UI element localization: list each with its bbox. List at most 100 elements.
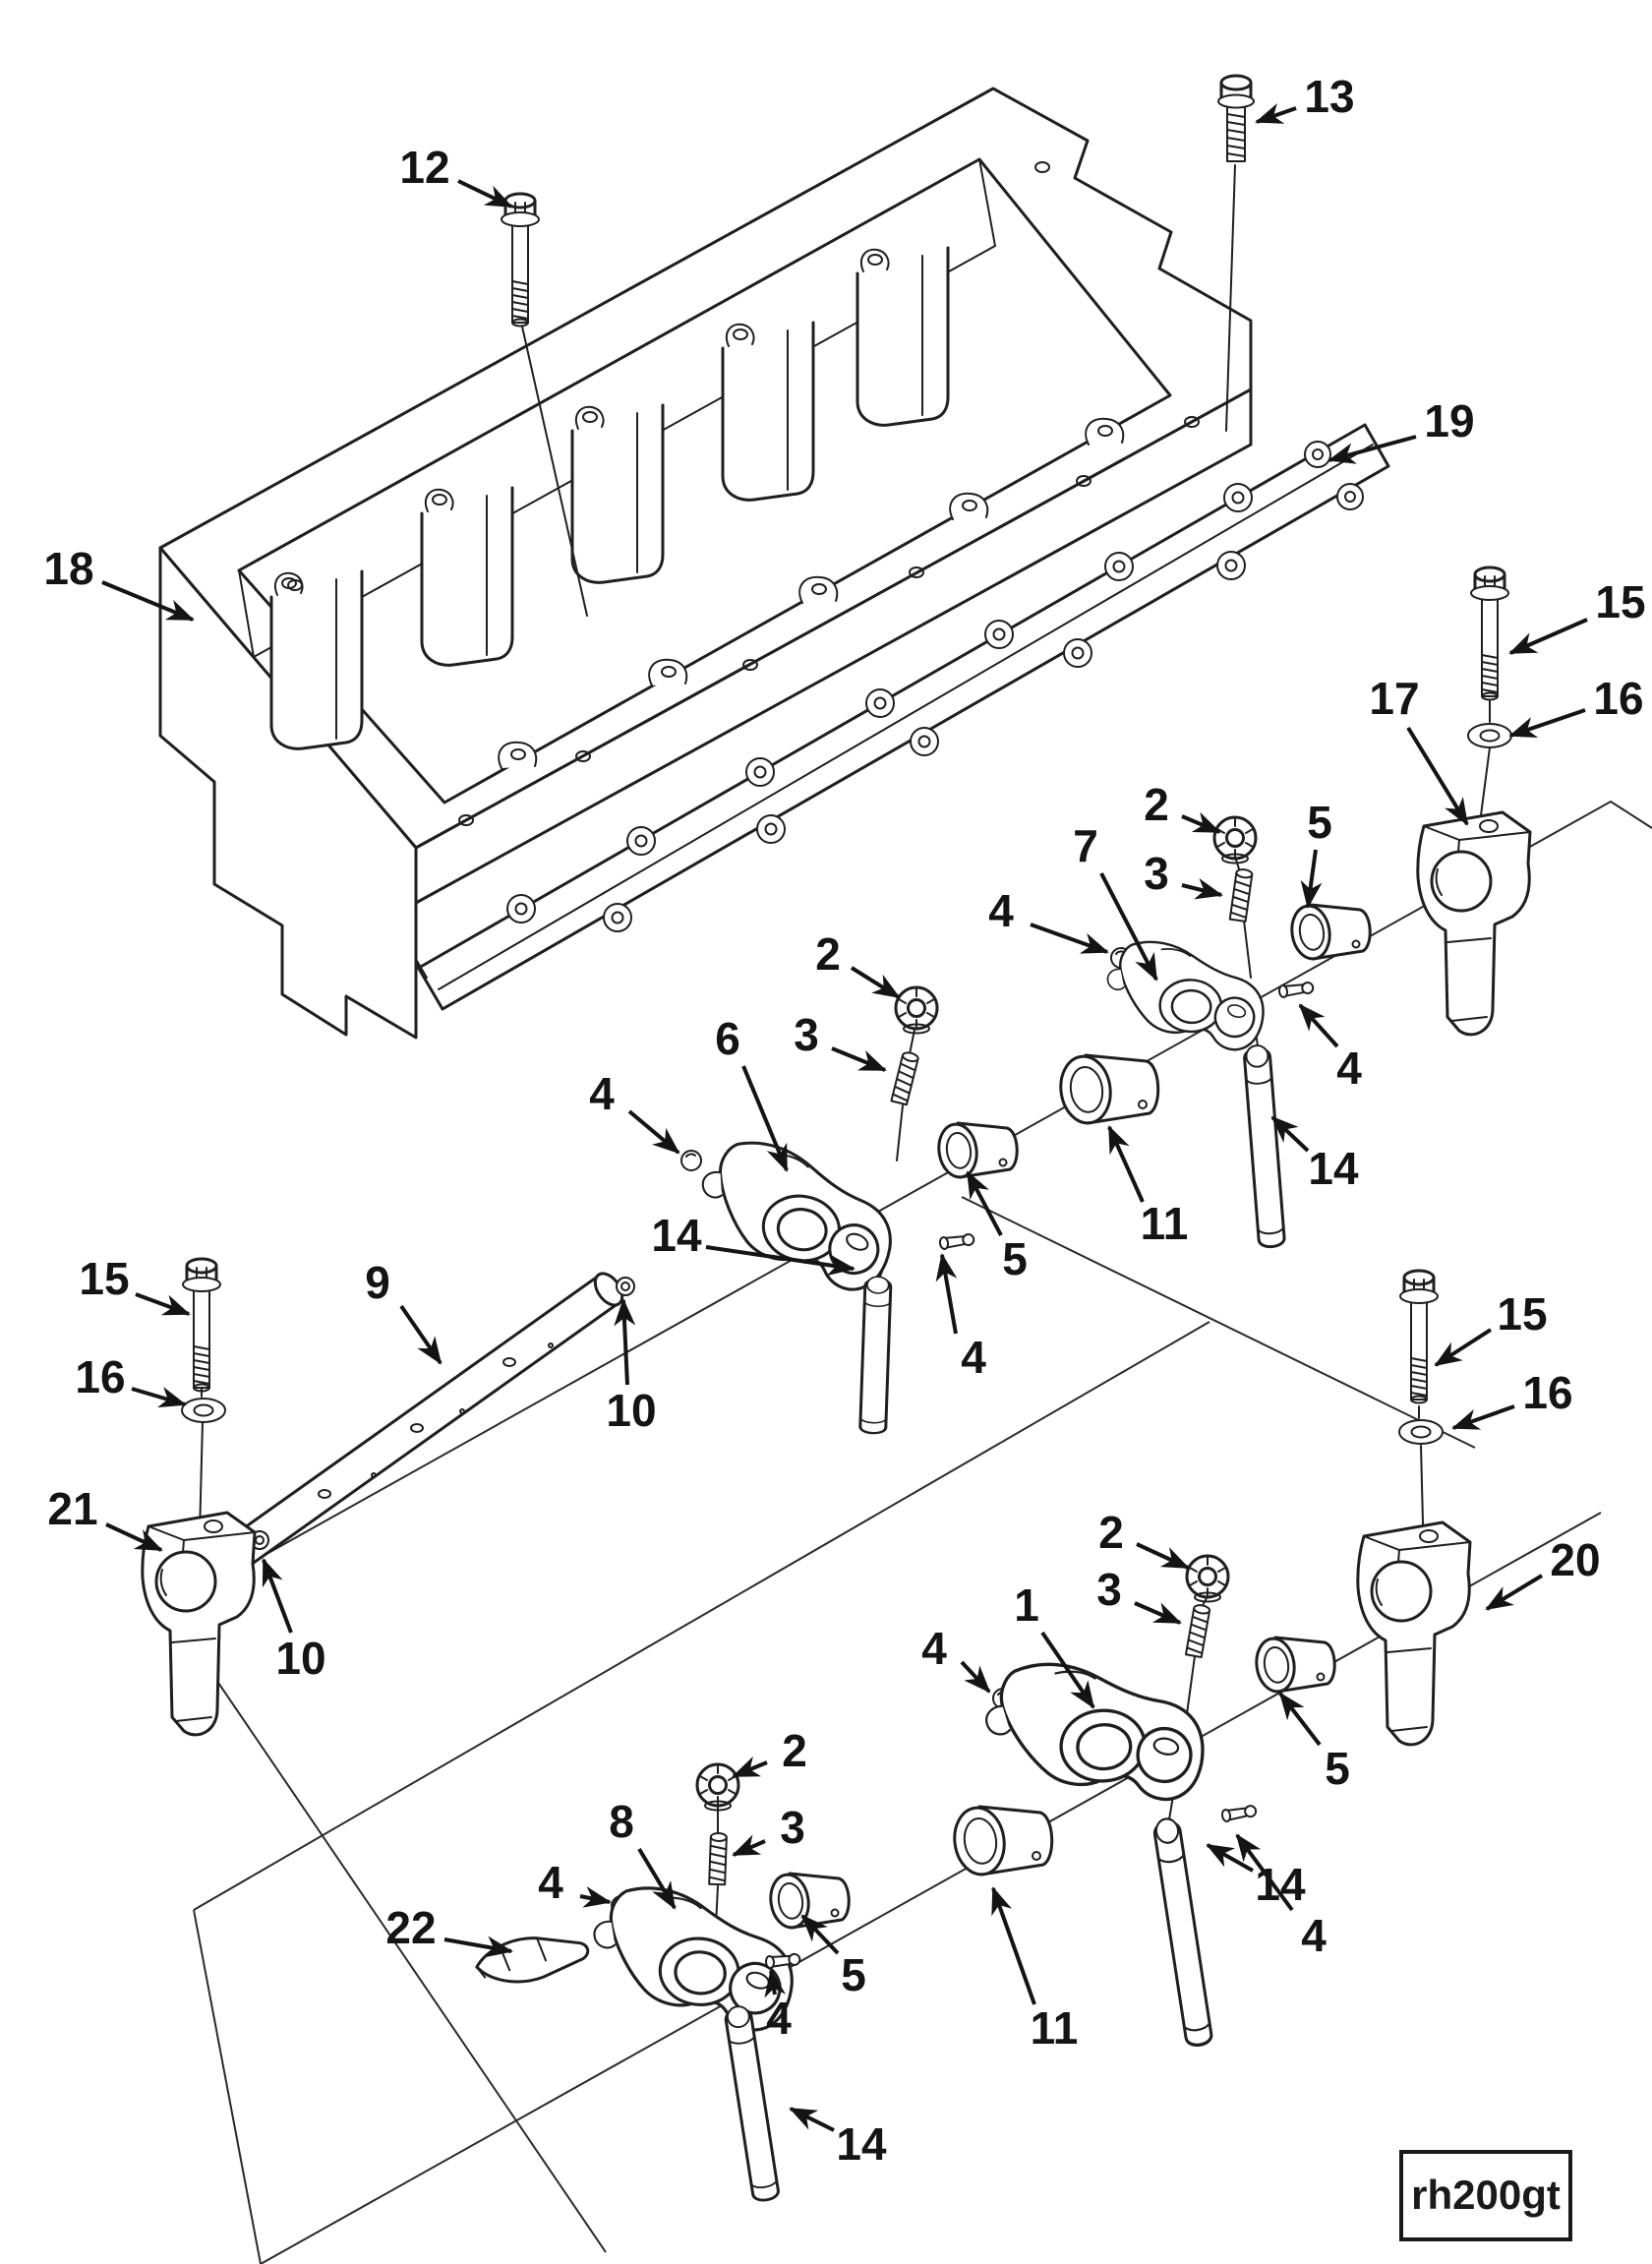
plane-edge-left-steep [167, 1608, 607, 2253]
callout-arrow [614, 1298, 636, 1386]
bushing-11-a [1055, 1051, 1160, 1128]
callout-arrow [1255, 103, 1297, 124]
callout-arrow [131, 1387, 187, 1408]
callout-label: 18 [43, 543, 93, 594]
callout-arrow [800, 1914, 840, 1955]
callout-arrow [627, 1109, 680, 1155]
plane-edge-right [961, 1196, 1476, 1449]
housing-18 [158, 87, 1253, 1040]
callout-arrow [1181, 811, 1221, 834]
callout-label: 4 [589, 1068, 615, 1119]
washer-16-b [181, 1398, 226, 1423]
callout-label: 14 [1255, 1859, 1306, 1910]
bracket-21 [141, 1511, 257, 1737]
figure-code-label: rh200gt [1411, 2172, 1561, 2218]
callout-arrow [1451, 1404, 1515, 1430]
rocker-arm-1 [974, 1650, 1217, 1813]
adjusting-screw-3-a [1228, 867, 1254, 923]
callout-label: 12 [399, 142, 449, 193]
bolt-15-a [1469, 566, 1510, 701]
callout-label: 21 [47, 1483, 97, 1534]
callout-label: 4 [538, 1857, 563, 1908]
callout-label: 2 [782, 1725, 807, 1776]
bushing-5-c [1251, 1635, 1336, 1696]
pin-4-e [1220, 1803, 1259, 1823]
pushrod-14-c [1150, 1815, 1214, 2049]
callout-arrow [1278, 1692, 1322, 1747]
bushing-5-b [933, 1120, 1019, 1181]
callout-arrow [1136, 1542, 1190, 1570]
callout-label: 13 [1304, 71, 1354, 122]
callout-label: 11 [1031, 2002, 1079, 2054]
bracket-20 [1356, 1520, 1472, 1747]
callout-label: 10 [275, 1633, 325, 1684]
callout-arrow [1134, 1601, 1182, 1625]
callout-label: 4 [766, 1993, 792, 2044]
insert-22 [475, 1936, 590, 1984]
bushing-11-b [949, 1803, 1054, 1879]
bushing-5-a [1286, 902, 1372, 963]
callout-label: 15 [1595, 576, 1645, 627]
callout-label: 16 [75, 1351, 125, 1402]
callout-arrow [764, 1969, 787, 1998]
figure-code-frame [1399, 2150, 1572, 2241]
nut-2-d [695, 1762, 740, 1812]
figure-code-box: rh200gt [1399, 2150, 1572, 2241]
washer-16-c [1398, 1419, 1444, 1445]
callout-arrow [1328, 435, 1417, 464]
nut-2-b [894, 985, 939, 1035]
callout-label: 5 [841, 1949, 866, 2000]
housing-left-face [158, 546, 418, 1040]
callout-label: 3 [1096, 1564, 1122, 1615]
callout-label: 9 [365, 1257, 390, 1308]
callout-arrow [1030, 923, 1109, 954]
callout-arrow [991, 1886, 1036, 2005]
callout-arrow [1040, 1631, 1095, 1709]
callout-arrow [1107, 1125, 1145, 1203]
pushrod-14-b [858, 1275, 893, 1436]
callout-arrow [443, 1936, 513, 1958]
shaft-plug-10-a [616, 1277, 635, 1296]
callout-arrow [101, 580, 195, 622]
adjusting-screw-3-d [708, 1831, 728, 1886]
callout-label: 11 [1141, 1198, 1189, 1249]
callout-label: 6 [715, 1013, 740, 1064]
nut-2-a [1212, 815, 1258, 864]
bolt-15-b [181, 1257, 222, 1393]
callout-arrow [579, 1886, 612, 1908]
callout-arrow [732, 1756, 768, 1778]
callout-label: 5 [1002, 1233, 1028, 1284]
callout-arrow [1270, 1115, 1310, 1153]
callout-label: 16 [1522, 1367, 1572, 1418]
callout-label: 16 [1593, 673, 1643, 724]
callout-label: 2 [815, 928, 841, 980]
callout-arrow [105, 1522, 163, 1552]
callout-label: 19 [1424, 395, 1474, 447]
callout-label: 5 [1325, 1743, 1350, 1794]
pin-4-h [938, 1231, 976, 1251]
callout-label: 4 [988, 885, 1014, 936]
callout-label: 22 [385, 1902, 436, 1953]
callout-arrow [1300, 849, 1323, 909]
callout-arrow [960, 1660, 991, 1694]
callout-label: 8 [609, 1796, 634, 1847]
bracket-17 [1416, 810, 1532, 1037]
callout-label: 4 [1301, 1910, 1327, 1961]
nut-2-c [1185, 1554, 1230, 1603]
callout-label: 15 [1497, 1288, 1547, 1340]
callout-label: 7 [1073, 820, 1098, 871]
callout-label: 17 [1369, 673, 1419, 724]
callout-arrow [935, 1253, 958, 1335]
callout-arrow [705, 1245, 856, 1277]
callout-arrow [850, 966, 901, 999]
rocker-shaft-9 [211, 1272, 624, 1579]
retainer-4-c [680, 1150, 702, 1171]
callout-arrow [1099, 872, 1158, 982]
callout-label: 3 [780, 1802, 805, 1853]
callout-arrow [741, 1065, 789, 1172]
callout-arrow [135, 1292, 191, 1316]
callout-label: 10 [606, 1385, 656, 1436]
callout-arrow [1434, 1328, 1493, 1367]
callout-arrow [262, 1558, 293, 1634]
callout-arrow [1485, 1574, 1544, 1611]
